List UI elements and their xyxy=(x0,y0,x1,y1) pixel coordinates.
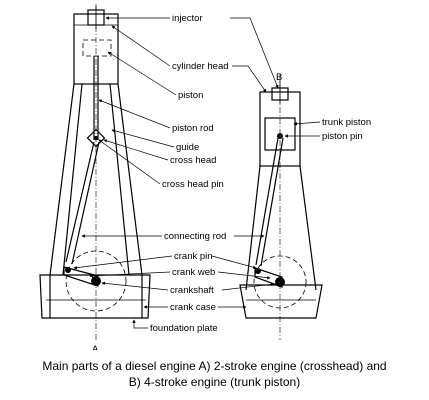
caption-line-1: Main parts of a diesel engine A) 2-strok… xyxy=(42,359,387,373)
annotations: injector cylinder head piston piston rod… xyxy=(73,13,371,334)
label-trunk-piston: trunk piston xyxy=(322,117,371,128)
label-cross-head-pin: cross head pin xyxy=(162,179,224,190)
engine-a-crank-web xyxy=(63,266,99,287)
label-foundation-plate: foundation plate xyxy=(150,323,218,334)
label-crank-pin: crank pin xyxy=(174,251,213,262)
label-piston: piston xyxy=(178,90,203,101)
engine-diagram: A B injector cylinder head xyxy=(39,4,371,350)
label-crank-case: crank case xyxy=(170,302,216,313)
engine-a-crank-pin xyxy=(65,267,71,273)
engine-b-crank-case xyxy=(239,284,323,319)
engine-b-crank-pin xyxy=(255,268,261,274)
engine-a-drawing: A xyxy=(39,4,151,350)
engine-b-connecting-rod xyxy=(255,137,279,266)
label-connecting-rod: connecting rod xyxy=(164,231,226,242)
label-piston-rod: piston rod xyxy=(172,123,214,134)
label-cross-head: cross head xyxy=(170,155,216,166)
engine-a-frame-right xyxy=(117,83,143,276)
engine-a-label: A xyxy=(92,344,99,350)
label-crank-web: crank web xyxy=(172,267,215,278)
label-crankshaft: crankshaft xyxy=(170,285,214,296)
engine-b-frame-left xyxy=(245,165,261,291)
label-piston-pin: piston pin xyxy=(322,131,363,142)
engine-b-crank-web xyxy=(254,267,283,288)
engine-a-piston xyxy=(82,39,112,57)
engine-b-frame-right xyxy=(299,165,317,291)
engine-b-drawing: B xyxy=(239,72,323,340)
engine-b-piston-pin xyxy=(277,133,283,139)
figure-caption: Main parts of a diesel engine A) 2-strok… xyxy=(0,358,429,390)
label-injector: injector xyxy=(172,13,203,24)
engine-b-label: B xyxy=(276,72,282,83)
engine-a-frame-left xyxy=(49,83,75,276)
caption-line-2: B) 4-stroke engine (trunk piston) xyxy=(128,375,301,389)
engine-a-crank-circle xyxy=(65,250,127,312)
label-guide: guide xyxy=(176,142,199,153)
engine-a-connecting-rod xyxy=(65,141,95,263)
label-cylinder-head: cylinder head xyxy=(172,61,229,72)
